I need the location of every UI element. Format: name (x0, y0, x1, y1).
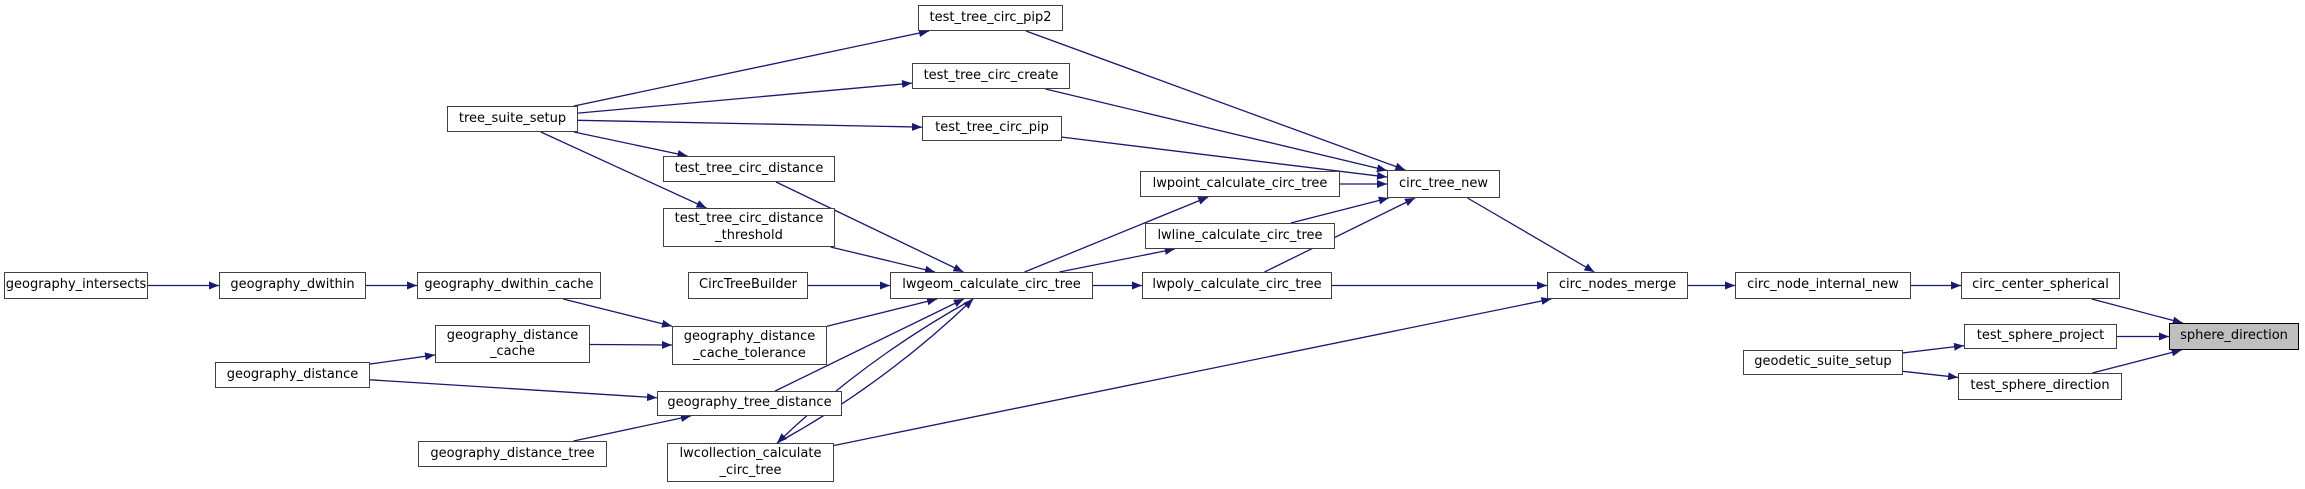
edge-tree_suite_setup-to-test_tree_circ_pip2 (573, 29, 930, 107)
edge-geography_dwithin_cache-to-geography_distance_cache_tolerance (562, 298, 673, 328)
edge-lwcollection_calculate_circ_tree-to-circ_nodes_merge (833, 297, 1552, 447)
node-geography_dwithin_cache[interactable]: geography_dwithin_cache (417, 272, 601, 299)
node-tree_suite_setup[interactable]: tree_suite_setup (447, 106, 578, 132)
node-geography_distance[interactable]: geography_distance (215, 362, 370, 388)
edge-geography_distance-to-geography_tree_distance (369, 379, 658, 402)
node-geography_intersects[interactable]: geography_intersects (4, 272, 148, 299)
edge-geography_distance_tree-to-geography_tree_distance (573, 414, 691, 442)
edge-test_tree_circ_distance_threshold-to-lwgeom_calculate_circ_tree (830, 246, 936, 274)
edge-geography_distance-to-geography_distance_cache (369, 352, 436, 365)
node-circ_center_spherical[interactable]: circ_center_spherical (1961, 272, 2120, 299)
node-test_tree_circ_distance_threshold[interactable]: test_tree_circ_distance _threshold (663, 208, 835, 247)
edge-geodetic_suite_setup-to-test_sphere_project (1902, 342, 1965, 354)
node-geography_dwithin[interactable]: geography_dwithin (219, 272, 366, 299)
edge-test_tree_circ_create-to-circ_tree_new (1045, 88, 1388, 173)
edge-tree_suite_setup-to-test_tree_circ_create (577, 80, 913, 114)
node-test_tree_circ_pip[interactable]: test_tree_circ_pip (922, 116, 1062, 141)
edge-lwgeom_calculate_circ_tree-to-lwcollection_calculate_circ_tree (776, 298, 974, 444)
node-lwgeom_calculate_circ_tree[interactable]: lwgeom_calculate_circ_tree (890, 272, 1093, 299)
edge-tree_suite_setup-to-test_tree_circ_distance (573, 131, 688, 158)
node-test_tree_circ_distance[interactable]: test_tree_circ_distance (663, 156, 835, 182)
node-lwline_calculate_circ_tree[interactable]: lwline_calculate_circ_tree (1145, 223, 1335, 249)
node-circ_nodes_merge[interactable]: circ_nodes_merge (1547, 272, 1688, 299)
edge-geography_distance_cache-to-geography_distance_cache_tolerance (589, 340, 673, 349)
node-geography_tree_distance[interactable]: geography_tree_distance (657, 391, 842, 416)
edge-test_tree_circ_pip2-to-circ_tree_new (1025, 30, 1406, 171)
node-lwcollection_calculate_circ_tree[interactable]: lwcollection_calculate _circ_tree (667, 443, 834, 482)
node-lwpoly_calculate_circ_tree[interactable]: lwpoly_calculate_circ_tree (1142, 272, 1332, 299)
edge-tree_suite_setup-to-test_tree_circ_pip (577, 119, 923, 131)
node-test_tree_circ_create[interactable]: test_tree_circ_create (912, 63, 1070, 89)
edge-circ_center_spherical-to-sphere_direction (2091, 298, 2183, 325)
node-circ_tree_new[interactable]: circ_tree_new (1387, 170, 1500, 198)
node-CircTreeBuilder[interactable]: CircTreeBuilder (688, 272, 808, 299)
edge-lwgeom_calculate_circ_tree-to-lwline_calculate_circ_tree (1059, 247, 1175, 273)
node-lwpoint_calculate_circ_tree[interactable]: lwpoint_calculate_circ_tree (1140, 171, 1340, 197)
edge-lwcollection_calculate_circ_tree-to-lwgeom_calculate_circ_tree (776, 298, 974, 444)
node-circ_node_internal_new[interactable]: circ_node_internal_new (1735, 272, 1911, 299)
node-test_sphere_project[interactable]: test_sphere_project (1964, 324, 2117, 349)
edge-lwline_calculate_circ_tree-to-circ_tree_new (1290, 196, 1389, 224)
node-geodetic_suite_setup[interactable]: geodetic_suite_setup (1743, 350, 1903, 375)
edge-geography_distance_cache_tolerance-to-lwgeom_calculate_circ_tree (826, 297, 938, 327)
edge-circ_tree_new-to-circ_nodes_merge (1467, 197, 1595, 273)
node-test_tree_circ_pip2[interactable]: test_tree_circ_pip2 (918, 5, 1063, 31)
node-test_sphere_direction[interactable]: test_sphere_direction (1958, 373, 2122, 400)
edge-geodetic_suite_setup-to-test_sphere_direction (1902, 370, 1959, 381)
node-geography_distance_cache[interactable]: geography_distance _cache (435, 325, 590, 363)
node-geography_distance_cache_tolerance[interactable]: geography_distance _cache_tolerance (672, 326, 827, 365)
node-sphere_direction[interactable]: sphere_direction (2169, 323, 2299, 350)
node-geography_distance_tree[interactable]: geography_distance_tree (418, 441, 607, 467)
edge-test_sphere_direction-to-sphere_direction (2092, 348, 2182, 374)
